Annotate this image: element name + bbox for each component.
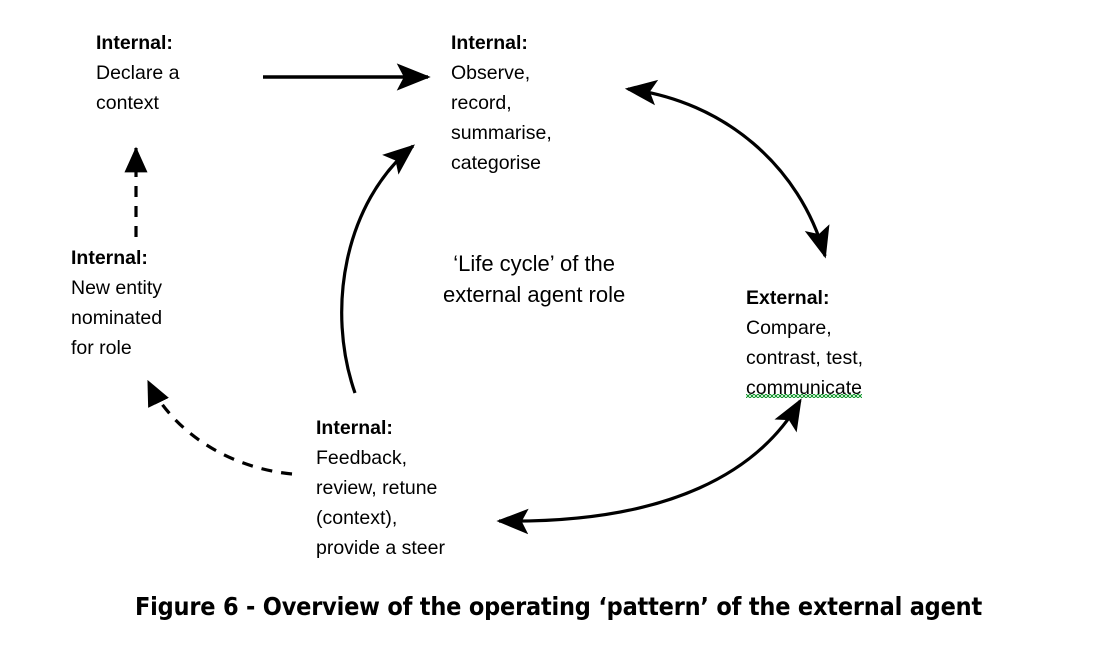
node-line: nominated: [71, 307, 163, 329]
connector-external-to-feedback: [496, 398, 802, 535]
node-line: Compare,: [746, 317, 832, 339]
node-heading: Internal:: [71, 247, 148, 269]
center-label: ‘Life cycle’ of the external agent role: [443, 248, 625, 310]
node-line: Declare a: [96, 62, 180, 84]
center-label-line-2: external agent role: [443, 282, 626, 307]
node-line: for role: [71, 337, 132, 359]
node-heading: Internal:: [96, 32, 173, 54]
figure-caption: Figure 6 - Overview of the operating ‘pa…: [134, 592, 983, 621]
node-line: review, retune: [316, 477, 438, 499]
node-heading: External:: [746, 287, 830, 309]
node-new-entity: Internal: New entity nominated for role: [71, 243, 162, 363]
center-label-line-1: ‘Life cycle’ of the: [453, 251, 616, 276]
node-line: summarise,: [451, 122, 552, 144]
node-observe-record: Internal: Observe, record, summarise, ca…: [451, 28, 552, 178]
connector-feedback-to-observe: [340, 144, 415, 394]
node-feedback-review: Internal: Feedback, review, retune (cont…: [316, 413, 445, 563]
node-line: contrast, test,: [746, 347, 864, 369]
node-line: Feedback,: [316, 447, 408, 469]
node-line: context: [96, 92, 159, 114]
node-line: provide a steer: [316, 537, 445, 559]
connector-observe-to-external: [624, 79, 830, 259]
node-heading: Internal:: [451, 32, 528, 54]
connector-feedback-to-new-entity: [146, 379, 293, 476]
node-line: New entity: [71, 277, 163, 299]
node-heading: Internal:: [316, 417, 393, 439]
node-line: record,: [451, 92, 512, 114]
node-line: Observe,: [451, 62, 531, 84]
node-line-spellchecked: communicate: [746, 377, 862, 399]
node-compare-contrast: External: Compare, contrast, test, commu…: [746, 283, 863, 403]
node-declare-context: Internal: Declare a context: [96, 28, 179, 118]
spellcheck-squiggle-icon: [746, 394, 862, 398]
node-line: categorise: [451, 152, 541, 174]
node-line: (context),: [316, 507, 398, 529]
